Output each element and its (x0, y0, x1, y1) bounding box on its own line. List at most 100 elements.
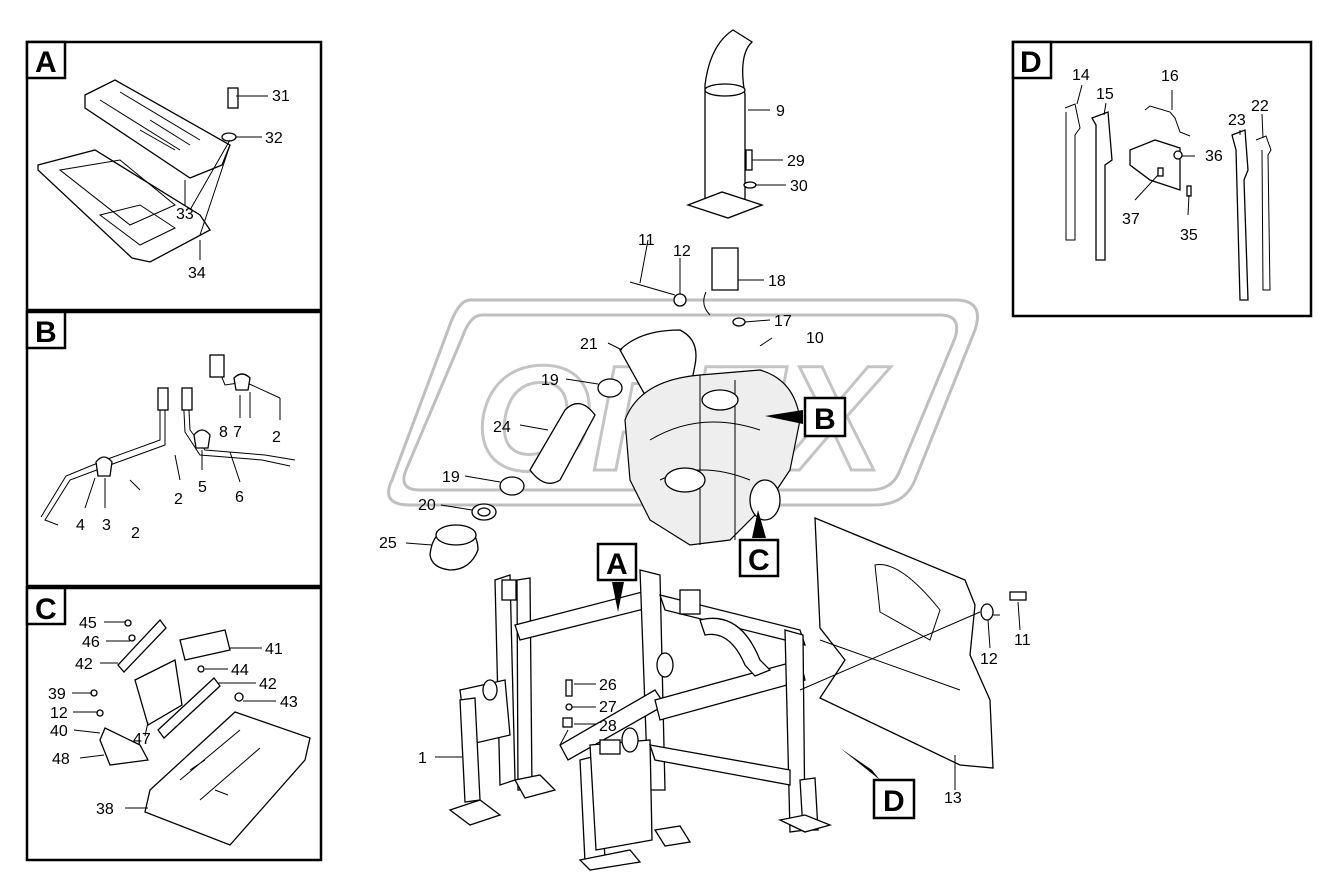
label-33: 33 (176, 206, 194, 223)
rail-left (117, 618, 167, 673)
label-12-c: 12 (50, 705, 68, 722)
label-21: 21 (580, 336, 598, 353)
label-14: 14 (1072, 67, 1090, 84)
label-47: 47 (133, 731, 151, 748)
trim-strip-23 (1231, 129, 1249, 301)
panel-c: C 45 46 42 41 44 42 43 39 12 40 47 48 38 (25, 586, 323, 862)
label-1: 1 (418, 750, 427, 767)
label-2-top: 2 (272, 429, 281, 446)
label-38: 38 (96, 801, 114, 818)
panel-b: B 8 7 2 2 5 6 4 3 2 (25, 310, 323, 588)
label-12-top: 12 (673, 243, 691, 260)
label-16: 16 (1161, 68, 1179, 85)
back-panel (814, 517, 994, 769)
fitting-mid (181, 387, 193, 411)
label-4: 4 (76, 517, 85, 534)
seat-base-plate (144, 711, 311, 846)
svg-text:D: D (883, 785, 905, 818)
label-6: 6 (235, 489, 244, 506)
panel-a-tag: A (35, 46, 57, 79)
fitting-left (157, 387, 169, 411)
label-22: 22 (1251, 98, 1269, 115)
floor-plate-upper (84, 79, 231, 179)
label-36: 36 (1205, 148, 1223, 165)
bolt (227, 87, 239, 109)
callout-b: B (765, 396, 847, 438)
trim-strip-15 (1091, 111, 1113, 261)
label-24: 24 (493, 419, 511, 436)
label-35: 35 (1180, 227, 1198, 244)
clamp-top (233, 373, 251, 391)
mount-plate (1129, 139, 1181, 191)
air-filter (529, 403, 596, 484)
label-30: 30 (790, 178, 808, 195)
label-32: 32 (265, 130, 283, 147)
label-46: 46 (82, 634, 100, 651)
svg-text:B: B (814, 403, 836, 436)
label-20: 20 (418, 497, 436, 514)
label-40: 40 (50, 723, 68, 740)
callout-a: A (596, 542, 638, 612)
fitting-top (209, 354, 225, 378)
callout-d: D (840, 748, 916, 820)
fuel-line-right (187, 391, 296, 461)
panel-d: D 14 15 16 22 23 36 37 35 (1011, 40, 1313, 318)
label-27: 27 (599, 699, 617, 716)
rail-right (157, 677, 221, 739)
label-31: 31 (272, 88, 290, 105)
label-18: 18 (768, 273, 786, 290)
label-42-left: 42 (75, 656, 93, 673)
label-5: 5 (198, 479, 207, 496)
label-42-right: 42 (259, 676, 277, 693)
svg-text:A: A (606, 548, 628, 581)
panel-b-tag: B (35, 316, 57, 349)
panel-a: A 31 32 33 34 (25, 40, 323, 312)
label-44: 44 (231, 662, 249, 679)
hose-clamp-top (597, 378, 623, 398)
label-45: 45 (79, 615, 97, 632)
seat-bracket (99, 727, 150, 766)
label-15: 15 (1096, 86, 1114, 103)
label-11-top: 11 (638, 232, 655, 249)
seal-strip-22 (1255, 135, 1272, 291)
label-43: 43 (280, 694, 298, 711)
seat-frame (448, 569, 833, 871)
label-11-right: 11 (1014, 632, 1031, 649)
callout-c: C (738, 510, 780, 578)
connector-pipe (711, 247, 739, 291)
main-assembly: 9 29 30 11 12 18 17 10 21 19 24 (379, 29, 1031, 871)
label-23: 23 (1228, 112, 1246, 129)
label-2-bottom: 2 (131, 525, 140, 542)
label-7: 7 (233, 424, 242, 441)
bracket-16 (1144, 105, 1191, 137)
label-12-right: 12 (980, 651, 998, 668)
label-39: 39 (48, 686, 66, 703)
label-3: 3 (102, 517, 111, 534)
panel-c-tag: C (35, 593, 57, 626)
label-28: 28 (599, 718, 617, 735)
label-10: 10 (806, 330, 824, 347)
label-8: 8 (219, 424, 228, 441)
svg-text:C: C (748, 544, 770, 577)
clamp-left (95, 456, 113, 477)
label-25: 25 (379, 535, 397, 552)
label-19-top: 19 (541, 372, 559, 389)
fuel-line-left (44, 390, 166, 526)
label-19-bottom: 19 (442, 469, 460, 486)
label-13: 13 (944, 790, 962, 807)
label-26: 26 (599, 677, 617, 694)
label-9: 9 (776, 103, 785, 120)
label-41: 41 (265, 641, 283, 658)
washer (221, 132, 237, 142)
label-48: 48 (52, 751, 70, 768)
label-17: 17 (774, 313, 792, 330)
exhaust-flange (686, 191, 764, 219)
clamp-right (193, 429, 211, 449)
label-34: 34 (188, 265, 206, 282)
hose-clamp-bottom (499, 476, 525, 496)
label-37: 37 (1122, 211, 1140, 228)
label-29: 29 (787, 153, 805, 170)
seal-strip-14 (1064, 103, 1081, 241)
panel-d-tag: D (1020, 46, 1042, 79)
